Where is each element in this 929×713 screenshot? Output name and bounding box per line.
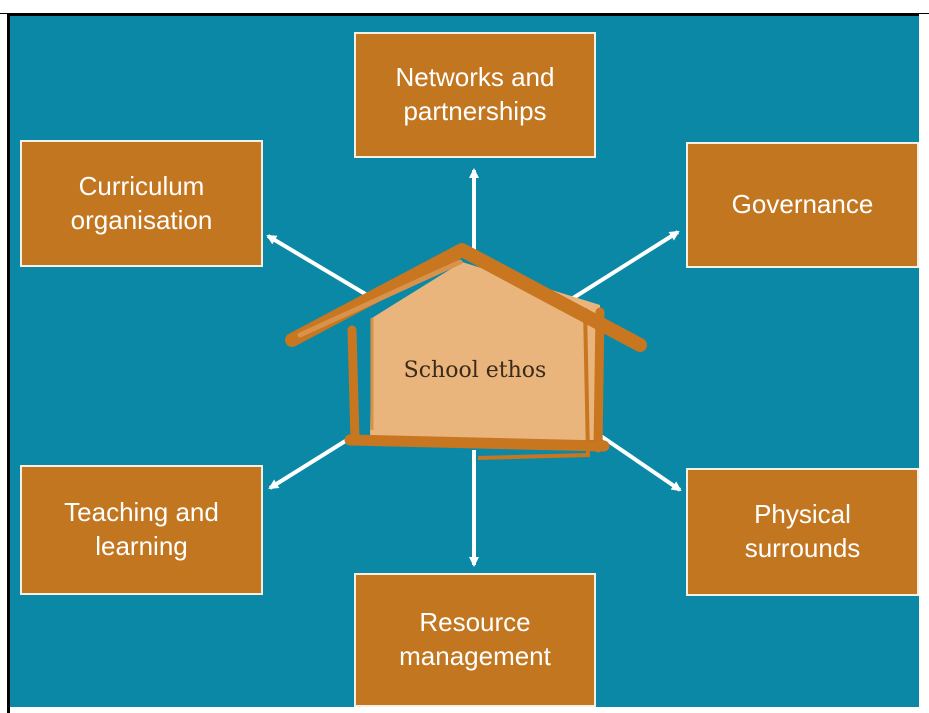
arrow-to-teaching	[268, 433, 357, 490]
curriculum-label-line2: organisation	[70, 204, 213, 235]
governance-box: Governance	[686, 142, 919, 268]
curriculum-box: Curriculum organisation	[20, 140, 263, 267]
networks-label-line2: partnerships	[403, 96, 547, 126]
teaching-label-line2: learning	[95, 531, 188, 561]
resource-label-line1: Resource	[419, 607, 531, 638]
physical-box: Physical surrounds	[686, 468, 919, 596]
frame-border-right	[919, 14, 929, 713]
center-label: School ethos	[403, 357, 547, 383]
governance-label: Governance	[731, 189, 874, 220]
curriculum-label-line1: Curriculum	[78, 170, 205, 201]
arrow-to-physical	[593, 430, 682, 492]
resource-label-line2: management	[399, 641, 551, 671]
physical-label-line1: Physical	[754, 499, 851, 530]
networks-label-line1: Networks and	[395, 62, 555, 93]
teaching-box: Teaching and learning	[20, 465, 263, 595]
networks-box: Networks and partnerships	[354, 32, 596, 158]
physical-label-line2: surrounds	[744, 533, 861, 563]
arrow-to-governance	[568, 230, 680, 302]
teaching-label-line1: Teaching and	[64, 497, 219, 528]
frame-border-left	[0, 14, 10, 713]
frame-border-top	[0, 0, 929, 16]
house-icon	[285, 243, 647, 460]
arrow-to-curriculum	[266, 234, 374, 300]
resource-box: Resource management	[354, 573, 596, 707]
